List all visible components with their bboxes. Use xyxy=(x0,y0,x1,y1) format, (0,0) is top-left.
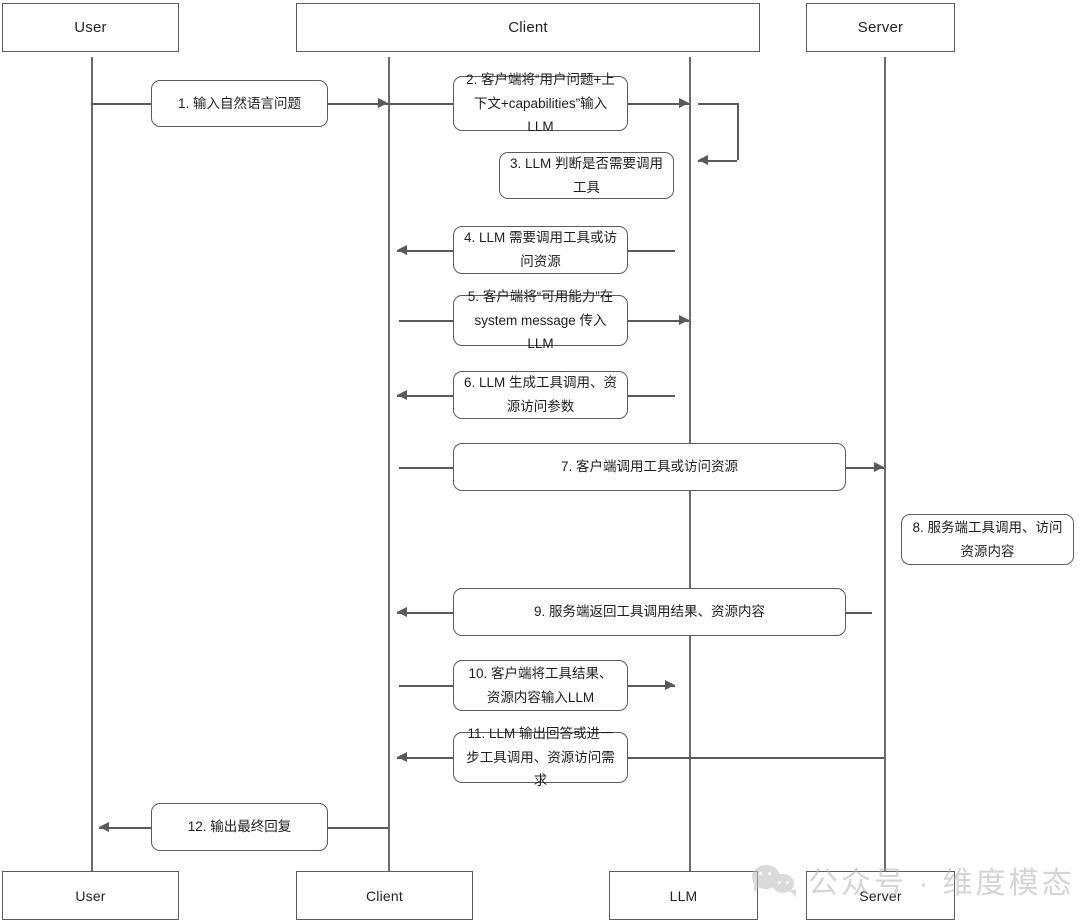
participant-top-user[interactable]: User xyxy=(2,3,179,52)
self-loop-top-segment xyxy=(698,103,737,105)
participant-top-server[interactable]: Server xyxy=(806,3,955,52)
lifeline-client xyxy=(388,57,390,871)
message-box-3[interactable]: 3. LLM 判断是否需要调用工具 xyxy=(499,152,674,199)
arrowhead-3 xyxy=(698,155,708,166)
participant-bottom-client[interactable]: Client xyxy=(296,871,473,920)
message-label: 7. 客户端调用工具或访问资源 xyxy=(560,459,738,475)
arrowhead-9 xyxy=(397,607,407,618)
participant-bottom-user[interactable]: User xyxy=(2,871,179,920)
message-label: 9. 服务端返回工具调用结果、资源内容 xyxy=(533,604,765,620)
message-line-11 xyxy=(397,757,884,759)
message-box-9[interactable]: 9. 服务端返回工具调用结果、资源内容 xyxy=(453,588,846,636)
participant-label: User xyxy=(74,19,107,36)
message-box-12[interactable]: 12. 输出最终回复 xyxy=(151,803,328,851)
message-label: 12. 输出最终回复 xyxy=(187,819,292,835)
arrowhead-2 xyxy=(679,98,689,109)
message-label: 11. LLM 输出回答或进一步工具调用、资源访问需求 xyxy=(466,726,615,789)
message-box-8[interactable]: 8. 服务端工具调用、访问资源内容 xyxy=(901,514,1074,565)
arrowhead-10 xyxy=(665,680,675,691)
message-box-10[interactable]: 10. 客户端将工具结果、资源内容输入LLM xyxy=(453,660,628,711)
lifeline-user xyxy=(91,57,93,871)
participant-label: LLM xyxy=(669,887,698,904)
message-label: 2. 客户端将“用户问题+上下文+capabilities”输入LLM xyxy=(466,72,615,135)
lifeline-server xyxy=(884,57,886,871)
participant-label: Server xyxy=(857,19,904,36)
message-box-5[interactable]: 5. 客户端将“可用能力”在 system message 传入 LLM xyxy=(453,289,628,351)
message-line-3 xyxy=(698,160,737,162)
arrowhead-5 xyxy=(679,315,689,326)
message-label: 1. 输入自然语言问题 xyxy=(177,95,301,111)
message-label: 4. LLM 需要调用工具或访问资源 xyxy=(463,230,618,269)
participant-label: User xyxy=(75,887,106,904)
message-label: 10. 客户端将工具结果、资源内容输入LLM xyxy=(468,665,613,705)
participant-bottom-llm[interactable]: LLM xyxy=(609,871,758,920)
participant-label: Client xyxy=(366,887,403,904)
participant-label: Client xyxy=(508,19,548,36)
arrowhead-1 xyxy=(378,98,388,109)
message-label: 3. LLM 判断是否需要调用工具 xyxy=(509,155,664,195)
wechat-logo-icon xyxy=(752,863,798,897)
message-box-4[interactable]: 4. LLM 需要调用工具或访问资源 xyxy=(453,226,628,274)
message-label: 8. 服务端工具调用、访问资源内容 xyxy=(912,519,1063,559)
message-box-2[interactable]: 2. 客户端将“用户问题+上下文+capabilities”输入LLM xyxy=(453,72,628,134)
arrowhead-7 xyxy=(874,462,884,473)
participant-label: Server xyxy=(859,887,902,904)
message-label: 5. 客户端将“可用能力”在 system message 传入 LLM xyxy=(467,289,614,352)
arrowhead-11 xyxy=(397,752,407,763)
message-box-7[interactable]: 7. 客户端调用工具或访问资源 xyxy=(453,443,846,491)
message-box-6[interactable]: 6. LLM 生成工具调用、资源访问参数 xyxy=(453,371,628,419)
arrowhead-4 xyxy=(397,245,407,256)
arrowhead-6 xyxy=(397,390,407,401)
message-box-1[interactable]: 1. 输入自然语言问题 xyxy=(151,80,328,127)
message-box-11[interactable]: 11. LLM 输出回答或进一步工具调用、资源访问需求 xyxy=(453,726,628,788)
participant-bottom-server[interactable]: Server xyxy=(806,871,955,920)
self-loop-vertical-segment xyxy=(737,103,739,160)
message-label: 6. LLM 生成工具调用、资源访问参数 xyxy=(463,375,618,414)
arrowhead-12 xyxy=(99,822,109,833)
participant-top-client[interactable]: Client xyxy=(296,3,760,52)
